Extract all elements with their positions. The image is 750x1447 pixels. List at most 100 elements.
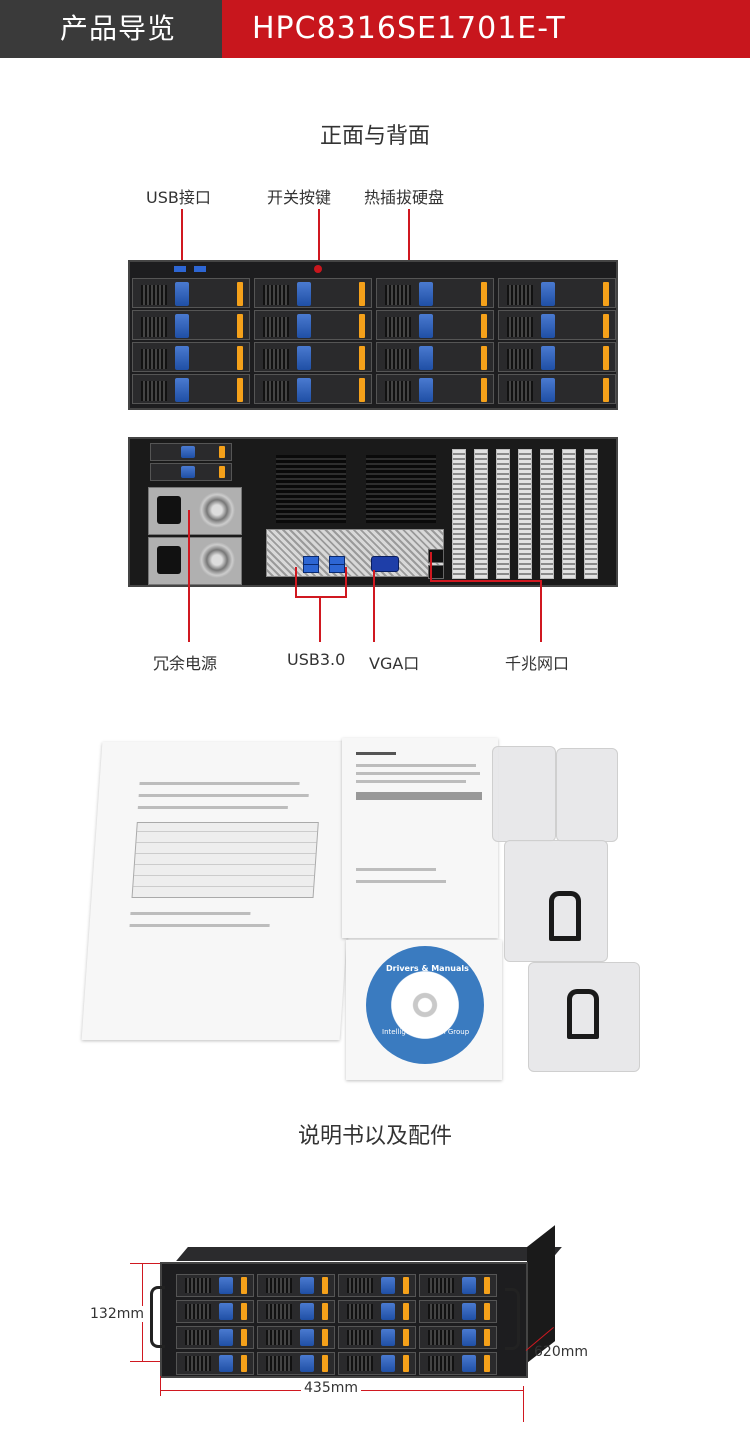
screw-bag-2 xyxy=(556,748,618,842)
drive-bay xyxy=(254,310,372,340)
rail-bag-1 xyxy=(504,840,608,962)
server-rear-panel xyxy=(128,437,618,587)
drive-bay xyxy=(257,1326,335,1349)
vga-label: VGA口 xyxy=(369,654,420,673)
usb3-port-2 xyxy=(303,564,319,573)
drive-bay xyxy=(132,374,250,404)
power-switch-label: 开关按键 xyxy=(267,188,332,207)
power-button xyxy=(314,265,322,273)
drive-bay xyxy=(376,342,494,372)
drive-bay xyxy=(498,342,616,372)
rear-drive-bay-1 xyxy=(150,443,232,461)
cd-subtitle: Intelligent System Group xyxy=(382,1028,470,1036)
usb3-pointer-line xyxy=(319,597,321,642)
drive-bay xyxy=(498,374,616,404)
front-back-title: 正面与背面 xyxy=(319,124,430,149)
quick-start-guide xyxy=(342,738,498,938)
drive-bay xyxy=(257,1352,335,1375)
usb3-bracket-left xyxy=(295,567,297,597)
expansion-slot xyxy=(518,449,532,579)
switch-pointer-line xyxy=(318,209,320,265)
model-title: HPC8316SE1701E-T xyxy=(222,0,750,58)
drive-bay xyxy=(376,310,494,340)
usb-port-label: USB接口 xyxy=(146,188,211,207)
expansion-slot xyxy=(540,449,554,579)
height-label: 132mm xyxy=(90,1306,144,1322)
screw-bag-1 xyxy=(492,746,556,842)
expansion-slot xyxy=(496,449,510,579)
rail-bag-2 xyxy=(528,962,640,1072)
drive-bay xyxy=(498,310,616,340)
section-title: 产品导览 xyxy=(0,0,222,58)
drive-bay xyxy=(419,1352,497,1375)
accessories-title: 说明书以及配件 xyxy=(297,1124,452,1149)
drive-bay xyxy=(254,374,372,404)
lan-bracket-bottom xyxy=(430,580,542,582)
drive-bay xyxy=(419,1274,497,1297)
width-label: 435mm xyxy=(301,1380,361,1396)
width-tick-right xyxy=(523,1386,524,1422)
lan-bracket-left xyxy=(430,552,432,582)
chassis-front xyxy=(160,1262,528,1378)
drive-bay xyxy=(257,1300,335,1323)
drive-pointer-line xyxy=(408,209,410,289)
redundant-psu-label: 冗余电源 xyxy=(153,654,218,673)
usb3-bracket-bottom xyxy=(295,596,347,598)
drive-bay xyxy=(254,278,372,308)
drive-bay xyxy=(338,1274,416,1297)
driver-cd xyxy=(366,946,484,1064)
server-front-panel xyxy=(128,260,618,410)
drive-bay xyxy=(419,1326,497,1349)
drive-bay xyxy=(376,374,494,404)
chassis-side xyxy=(527,1225,555,1363)
power-supply-1 xyxy=(148,487,242,535)
psu-pointer-line xyxy=(188,510,190,642)
right-handle xyxy=(505,1288,520,1350)
drive-bay xyxy=(498,278,616,308)
drive-bay xyxy=(176,1274,254,1297)
lan-port-2 xyxy=(428,565,444,579)
hot-swap-drive-label: 热插拔硬盘 xyxy=(364,188,445,207)
drive-bay xyxy=(338,1326,416,1349)
header-bar: 产品导览 HPC8316SE1701E-T xyxy=(0,0,750,58)
cd-title: Drivers & Manuals xyxy=(386,964,469,973)
vga-port xyxy=(371,556,399,572)
drive-bay xyxy=(257,1274,335,1297)
power-supply-2 xyxy=(148,537,242,585)
drive-bay xyxy=(254,342,372,372)
usb3-bracket-right xyxy=(345,567,347,597)
drive-bay xyxy=(132,310,250,340)
front-usb-port-1 xyxy=(174,266,186,272)
drive-bay xyxy=(338,1352,416,1375)
vga-pointer-line xyxy=(373,570,375,642)
rear-vent-left xyxy=(276,455,346,523)
drive-bay xyxy=(338,1300,416,1323)
drive-bay xyxy=(419,1300,497,1323)
left-handle xyxy=(150,1286,165,1348)
height-tick-bottom xyxy=(130,1361,160,1362)
manual-sheet xyxy=(81,742,361,1040)
io-plate xyxy=(266,529,444,577)
drive-bay xyxy=(176,1326,254,1349)
expansion-slot xyxy=(584,449,598,579)
depth-label: 620mm xyxy=(534,1344,588,1360)
drive-bay xyxy=(176,1352,254,1375)
chassis-top xyxy=(176,1247,562,1261)
lan-pointer-line xyxy=(540,581,542,642)
usb3-port-4 xyxy=(329,564,345,573)
usb3-label: USB3.0 xyxy=(287,650,346,669)
lan-port-1 xyxy=(428,549,444,563)
expansion-slot xyxy=(562,449,576,579)
drive-bay xyxy=(132,342,250,372)
drive-bay xyxy=(376,278,494,308)
front-usb-port-2 xyxy=(194,266,206,272)
rear-vent-right xyxy=(366,455,436,523)
usb-pointer-line xyxy=(181,209,183,269)
drive-bay xyxy=(132,278,250,308)
width-tick-left xyxy=(160,1376,161,1396)
drive-bay xyxy=(176,1300,254,1323)
height-tick-top xyxy=(130,1263,160,1264)
expansion-slot xyxy=(474,449,488,579)
gigabit-lan-label: 千兆网口 xyxy=(505,654,570,673)
cd-sleeve: Drivers & Manuals Intelligent System Gro… xyxy=(346,940,502,1080)
